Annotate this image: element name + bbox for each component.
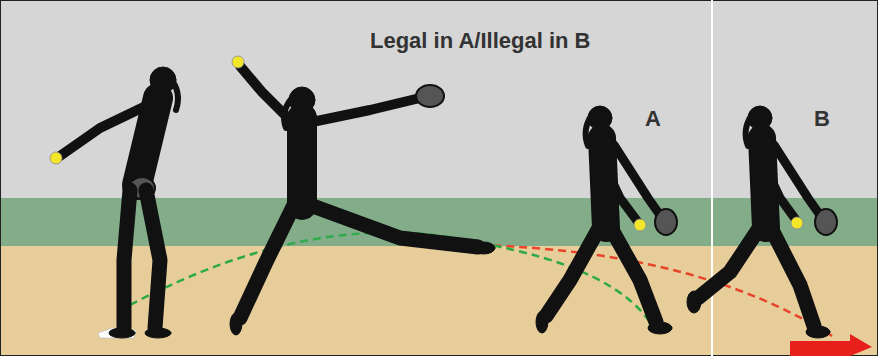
glove xyxy=(815,209,837,235)
leg xyxy=(698,230,758,298)
leg xyxy=(124,190,130,328)
glove xyxy=(416,85,444,107)
ball xyxy=(50,152,62,164)
pitcher-release-b xyxy=(687,106,837,338)
pitcher-release-a xyxy=(536,106,677,334)
pitching-plate xyxy=(98,328,136,338)
diagram-title: Legal in A/Illegal in B xyxy=(370,30,590,52)
shoe xyxy=(536,311,548,333)
arm xyxy=(774,145,822,218)
shoe xyxy=(109,328,135,338)
figure-label: B xyxy=(814,108,830,130)
figure-label: A xyxy=(645,108,661,130)
direction-arrow xyxy=(790,334,872,356)
leg xyxy=(146,190,160,328)
divider-line xyxy=(711,0,713,356)
sky xyxy=(0,0,878,198)
arm xyxy=(755,145,796,220)
arm xyxy=(240,66,292,122)
pitcher-windup xyxy=(60,67,178,338)
leg xyxy=(612,230,656,322)
pitcher-stride xyxy=(230,66,495,335)
arm xyxy=(312,98,420,122)
ball xyxy=(791,217,803,229)
leg xyxy=(772,230,814,326)
arm xyxy=(145,110,162,178)
shoe xyxy=(145,328,171,338)
leg xyxy=(546,230,598,316)
arm xyxy=(60,104,150,156)
shoe xyxy=(687,291,701,313)
shoe xyxy=(473,242,495,254)
infield-dirt xyxy=(0,246,878,356)
leg xyxy=(310,205,478,247)
shoe xyxy=(648,322,672,334)
leg xyxy=(240,205,294,318)
ball xyxy=(232,56,244,68)
ball xyxy=(634,219,646,231)
shoe xyxy=(806,326,830,338)
glove xyxy=(655,209,677,235)
shoe xyxy=(230,313,242,335)
arm xyxy=(614,145,662,218)
torso xyxy=(287,118,317,205)
